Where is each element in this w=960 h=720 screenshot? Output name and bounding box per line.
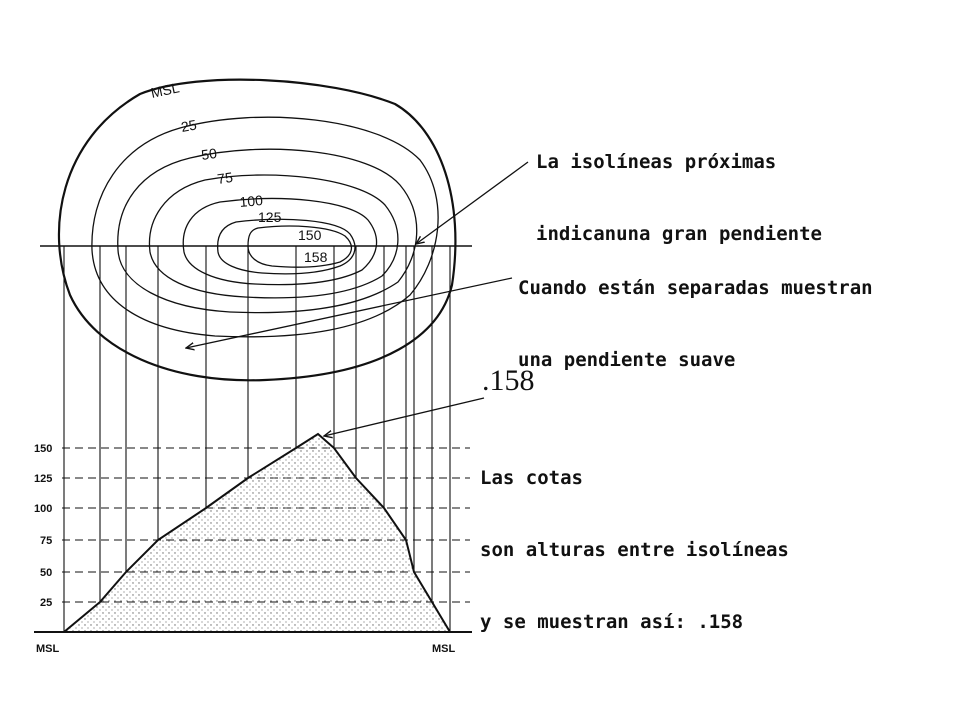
label-50: 50 — [200, 145, 218, 163]
contour-msl — [57, 78, 457, 382]
steep-note-line-2: indicanuna gran pendiente — [536, 223, 822, 245]
contour-50 — [117, 148, 418, 314]
contour-25 — [91, 116, 439, 338]
steep-note-line-1: La isolíneas próximas — [536, 151, 777, 173]
contour-map — [57, 78, 457, 382]
gentle-note-line-1: Cuando están separadas muestran — [518, 277, 873, 299]
contour-75 — [148, 174, 399, 299]
label-125: 125 — [258, 209, 282, 225]
contour-125 — [216, 218, 356, 275]
steep-slope-note: La isolíneas próximas indicanuna gran pe… — [536, 102, 822, 270]
arrow-steep — [416, 161, 529, 244]
tick-100: 100 — [34, 503, 52, 515]
spot-note-line-3: y se muestran así: .158 — [480, 611, 744, 633]
label-msl-map: MSL — [149, 79, 181, 101]
label-75: 75 — [216, 169, 234, 187]
msl-right-label: MSL — [432, 643, 456, 655]
gentle-note-line-2: una pendiente suave — [518, 349, 736, 371]
tick-75: 75 — [40, 535, 52, 547]
arrow-gentle — [186, 277, 513, 348]
profile-outline — [63, 432, 451, 633]
contour-labels: MSL 25 50 75 100 125 150 158 — [149, 79, 327, 265]
projection-lines — [63, 246, 451, 632]
arrow-spot — [324, 397, 485, 436]
tick-25: 25 — [40, 597, 52, 609]
msl-left-label: MSL — [36, 643, 60, 655]
label-100: 100 — [239, 192, 264, 210]
label-25: 25 — [180, 116, 198, 134]
label-158: 158 — [304, 249, 328, 265]
tick-150: 150 — [34, 443, 52, 455]
spot-height-value: .158 — [482, 364, 535, 397]
label-150: 150 — [298, 227, 322, 243]
profile-axis: 150 125 100 75 50 25 MSL MSL — [34, 443, 456, 655]
spot-note-line-2: son alturas entre isolíneas — [480, 539, 789, 561]
tick-125: 125 — [34, 473, 52, 485]
tick-50: 50 — [40, 567, 52, 579]
gentle-slope-note: Cuando están separadas muestran una pend… — [518, 228, 873, 396]
spot-height-note: Las cotas son alturas entre isolíneas y … — [480, 418, 789, 658]
profile-fill — [64, 434, 450, 632]
leader-arrows — [186, 161, 529, 436]
spot-note-line-1: Las cotas — [480, 467, 583, 489]
contour-100 — [182, 197, 378, 286]
